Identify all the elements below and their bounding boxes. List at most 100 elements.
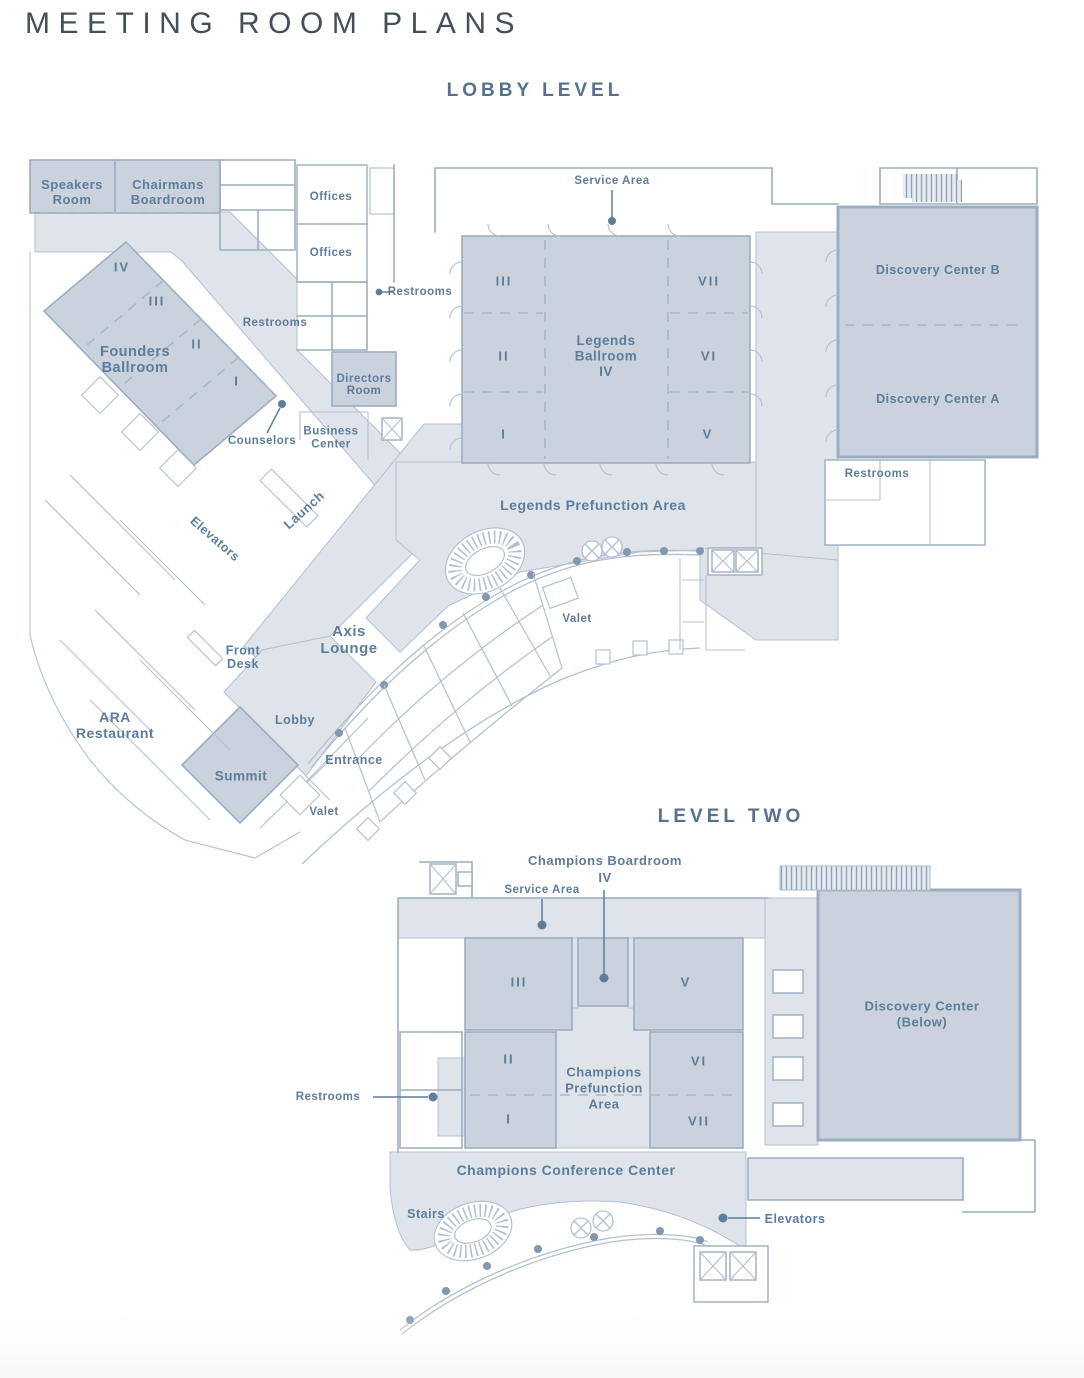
label-counselors: Counselors (228, 435, 296, 447)
label-champions-section-vii: VII (688, 1114, 710, 1129)
stair-hatch-offices (369, 167, 395, 215)
summit-room (180, 705, 300, 825)
label-founders-section-iii: III (149, 294, 166, 309)
courtyard-grid (301, 572, 701, 865)
level-two-heading: LEVEL TWO (658, 806, 804, 827)
legends-door-arcs (449, 223, 763, 476)
l2-leaders (373, 890, 760, 1223)
label-legends-prefunction-area: Legends Prefunction Area (500, 497, 686, 513)
label-launch: Launch (281, 488, 328, 532)
l2-top-elevator (429, 863, 473, 895)
label-legends-section-v: V (703, 427, 714, 442)
label-legends-section-vii: VII (698, 274, 720, 289)
label-valet-east: Valet (562, 613, 591, 625)
label-offices-upper: Offices (310, 191, 353, 203)
label-champions-conference-center: Champions Conference Center (457, 1162, 676, 1178)
label-elevators-lobby: Elevators (187, 514, 242, 564)
restroom-pocket (437, 1057, 469, 1137)
label-discovery-center-a: Discovery Center A (876, 392, 1000, 406)
label-legends-section-ii: II (498, 349, 509, 364)
label-champions-section-iii: III (511, 975, 528, 990)
label-restrooms-discovery: Restrooms (845, 468, 910, 480)
label-legends-section-vi: VI (701, 349, 717, 364)
legends-ballroom-room (461, 235, 751, 464)
discovery-center-room (836, 205, 1039, 459)
label-restrooms-l2: Restrooms (296, 1091, 361, 1103)
label-legends-section-i: I (501, 427, 507, 442)
champions-ii-i-block (464, 1031, 557, 1149)
page-title: MEETING ROOM PLANS (25, 7, 523, 40)
fountains-lobby (581, 536, 623, 562)
label-offices-lower: Offices (310, 247, 353, 259)
label-summit: Summit (215, 769, 268, 784)
page-fade (0, 1300, 1084, 1378)
label-stairs: Stairs (407, 1207, 445, 1221)
l2-stair-hatch (780, 866, 930, 890)
discovery-below-room (816, 888, 1022, 1142)
legends-dividers (464, 240, 748, 459)
label-champions-section-ii: II (503, 1052, 514, 1067)
lobby-level-plan: SpeakersRoomChairmansBoardroomOfficesOff… (29, 159, 1039, 865)
drive-rail (307, 547, 704, 769)
legends-prefunction (365, 461, 757, 653)
launch-counter (259, 468, 319, 528)
label-champions-section-v: V (681, 975, 692, 990)
l2-north-corridor (397, 897, 769, 939)
balcony-boxes (772, 969, 804, 1127)
champions-iv-room (577, 937, 629, 1007)
label-service-area-2: Service Area (504, 884, 579, 896)
label-restrooms-mid: Restrooms (388, 286, 453, 298)
champions-v-room (633, 937, 744, 1031)
lobby-spiral-stair (444, 527, 526, 595)
label-discovery-center-b: Discovery Center B (876, 263, 1000, 277)
label-lobby: Lobby (275, 713, 315, 727)
l2-spiral-stair (433, 1200, 513, 1262)
label-restrooms-corridor: Restrooms (243, 317, 308, 329)
service-corridor-walls (434, 167, 839, 233)
stair-hatch-discovery (912, 180, 962, 202)
ara-backofhouse-walls (29, 252, 301, 859)
champions-iii-room (464, 937, 573, 1031)
entrance-walls (259, 717, 369, 829)
label-discovery-center-below: Discovery Center(Below) (865, 999, 980, 1030)
l2-south-block (747, 1139, 1036, 1213)
label-founders-section-iv: IV (114, 260, 130, 275)
front-desk-counter (186, 629, 224, 667)
label-entrance: Entrance (325, 753, 383, 767)
discovery-door-arcs (825, 249, 839, 443)
label-legends-section-iii: III (496, 274, 513, 289)
l2-stair-hatch-frame (779, 865, 931, 891)
lobby-level-heading: LOBBY LEVEL (447, 80, 624, 101)
stair-hatch-frame (369, 167, 395, 215)
champions-vi-vii-block (649, 1031, 744, 1149)
business-center-walls (299, 411, 369, 460)
l2-south-corridor (747, 1157, 964, 1201)
label-founders-section-i: I (234, 374, 240, 389)
directors-room-room (331, 351, 397, 407)
elevator-shaft-launch (381, 417, 403, 441)
restroom-rooms-mid (296, 281, 368, 351)
boardroom-back-rooms (219, 159, 296, 251)
l2-elevators (693, 1245, 769, 1303)
label-champions-section-vi: VI (691, 1054, 707, 1069)
lobby-leaders (266, 190, 616, 434)
elevators-east (679, 547, 763, 651)
restrooms-discovery-block (824, 459, 986, 546)
label-founders-section-ii: II (191, 337, 202, 352)
label-elevators-l2: Elevators (765, 1212, 826, 1226)
